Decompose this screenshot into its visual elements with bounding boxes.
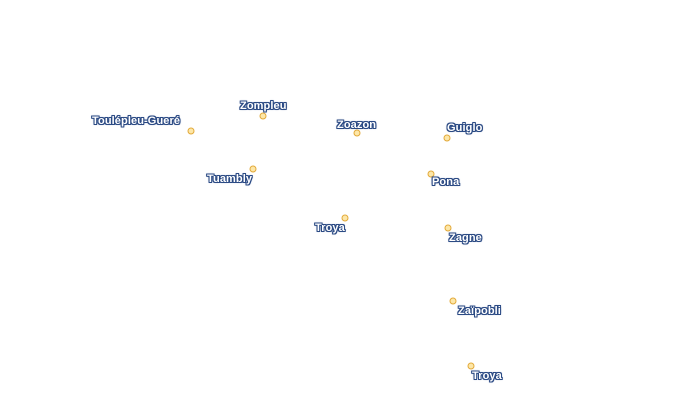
town-marker-icon[interactable] — [444, 224, 452, 232]
town-marker-icon[interactable] — [341, 214, 349, 222]
place-label-zompleu[interactable]: Zompleu — [240, 100, 287, 112]
place-label-zagne[interactable]: Zagne — [449, 232, 482, 244]
place-label-troya-south[interactable]: Troya — [472, 370, 502, 382]
place-label-toulepleu-guere[interactable]: Toulépleu-Gueré — [92, 115, 181, 127]
town-marker-icon[interactable] — [467, 362, 475, 370]
town-marker-icon[interactable] — [353, 129, 361, 137]
place-label-guiglo[interactable]: Guiglo — [447, 122, 483, 134]
town-marker-icon[interactable] — [449, 297, 457, 305]
town-marker-icon[interactable] — [187, 127, 195, 135]
place-label-zoazon[interactable]: Zoazon — [337, 119, 377, 131]
place-label-tuambly[interactable]: Tuambly — [207, 173, 253, 185]
place-label-troya-north[interactable]: Troya — [315, 222, 345, 234]
town-marker-icon[interactable] — [249, 165, 257, 173]
town-marker-icon[interactable] — [443, 134, 451, 142]
town-marker-icon[interactable] — [259, 112, 267, 120]
town-marker-icon[interactable] — [427, 170, 435, 178]
place-label-zaipobli[interactable]: Zaïpobli — [458, 305, 501, 317]
place-label-pona[interactable]: Pona — [432, 176, 460, 188]
